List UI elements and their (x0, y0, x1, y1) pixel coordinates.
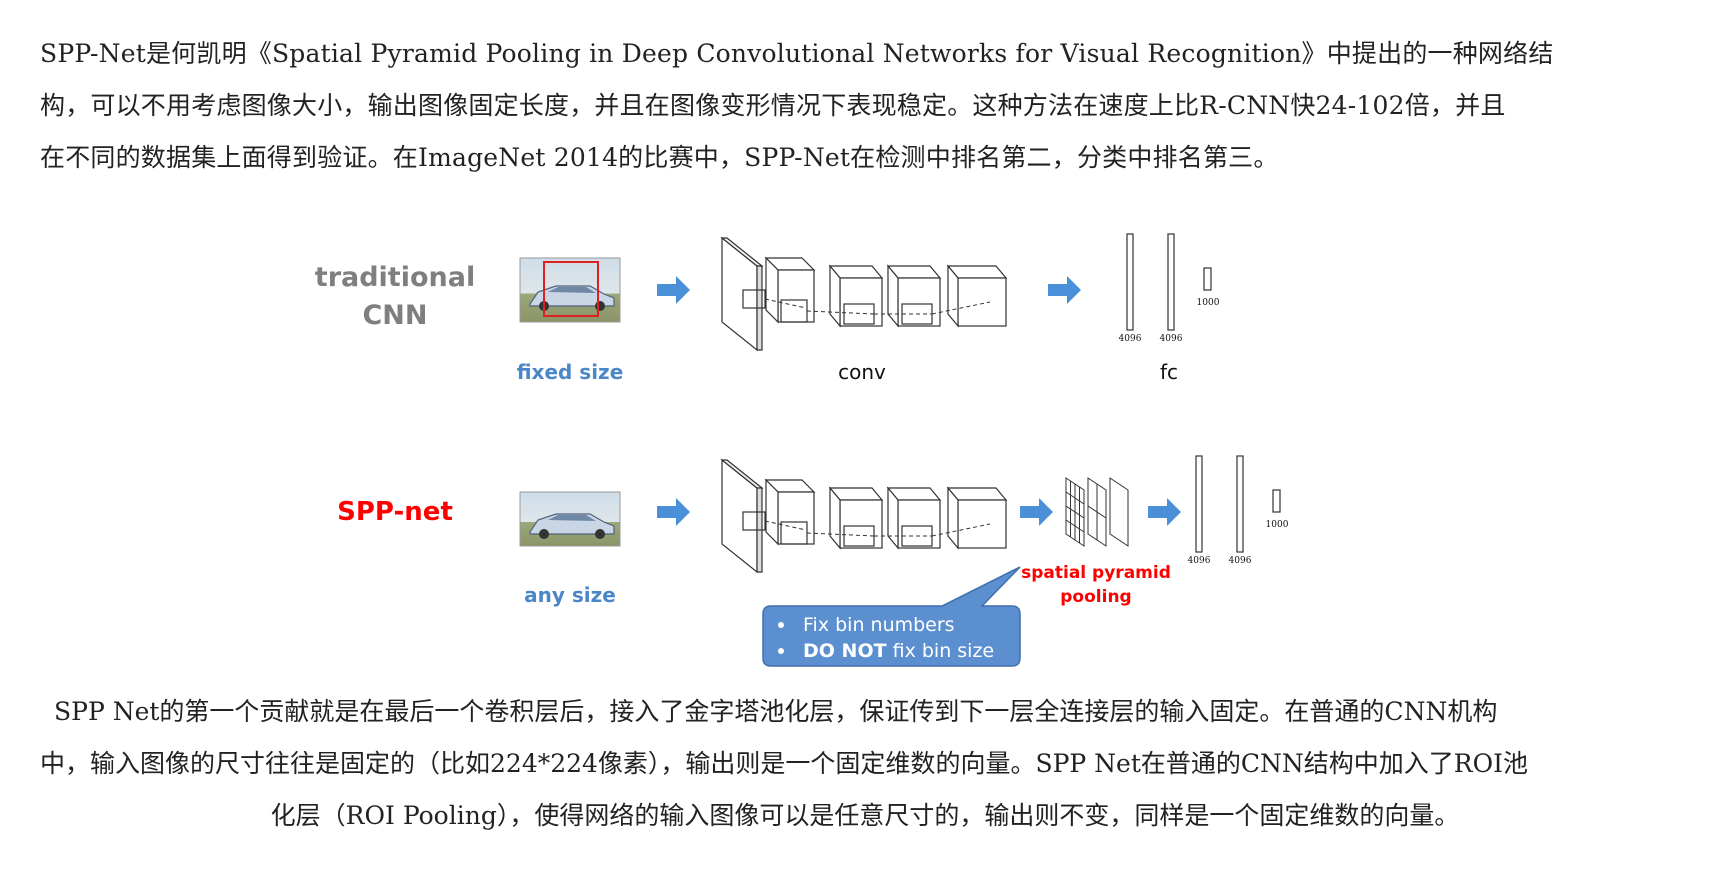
intro-paragraph: SPP-Net是何凯明《Spatial Pyramid Pooling in D… (40, 28, 1690, 184)
body-line: 化层（ROI Pooling），使得网络的输入图像可以是任意尺寸的，输出则不变，… (270, 801, 1460, 830)
spp-caption-line1: spatial pyramid (1021, 563, 1171, 583)
spp-caption-line2: pooling (1060, 587, 1131, 607)
body-line: 中，输入图像的尺寸往往是固定的（比如224*224像素），输出则是一个固定维数的… (40, 749, 1528, 778)
fc-layers (1195, 455, 1281, 553)
car-image-any (519, 491, 621, 547)
fc-dim-label: 1000 (1266, 520, 1289, 530)
callout-bullet2-bold: DO NOT (803, 640, 887, 662)
arrow-right-icon (657, 498, 690, 526)
arrow-right-icon (1148, 498, 1181, 526)
fc-dim-label: 4096 (1188, 556, 1211, 566)
fc-dim-label: 4096 (1229, 556, 1252, 566)
fc-dim-label: 4096 (1160, 334, 1183, 344)
intro-line: 构，可以不用考虑图像大小，输出图像固定长度，并且在图像变形情况下表现稳定。这种方… (40, 91, 1506, 120)
traditional-label-line1: traditional (315, 262, 475, 293)
fc-layers (1126, 233, 1212, 331)
bullet-icon (778, 648, 784, 654)
callout-bullet2: DO NOT fix bin size (803, 640, 994, 662)
bullet-icon (778, 622, 784, 628)
car-image-fixed (519, 257, 621, 323)
fc-dim-label: 4096 (1119, 334, 1142, 344)
arrow-right-icon (1048, 276, 1081, 304)
intro-line: 在不同的数据集上面得到验证。在ImageNet 2014的比赛中，SPP-Net… (40, 143, 1279, 172)
conv-layers (720, 236, 1008, 352)
fixed-size-caption: fixed size (517, 360, 624, 384)
body-line: SPP Net的第一个贡献就是在最后一个卷积层后，接入了金字塔池化层，保证传到下… (54, 697, 1498, 726)
fc-caption: fc (1160, 360, 1178, 384)
intro-line: SPP-Net是何凯明《Spatial Pyramid Pooling in D… (40, 39, 1554, 68)
spp-net-row: SPP-net any size (337, 455, 1289, 667)
any-size-caption: any size (524, 583, 616, 607)
traditional-cnn-row: traditional CNN fixed size (315, 233, 1220, 384)
arrow-right-icon (657, 276, 690, 304)
fc-dim-label: 1000 (1197, 298, 1220, 308)
conv-layers (720, 458, 1008, 574)
spatial-pyramid-grids (1065, 477, 1129, 547)
conv-caption: conv (838, 360, 886, 384)
callout-bullet1: Fix bin numbers (803, 614, 955, 636)
body-paragraph: SPP Net的第一个贡献就是在最后一个卷积层后，接入了金字塔池化层，保证传到下… (40, 686, 1690, 842)
callout-bubble: Fix bin numbers DO NOT fix bin size (762, 566, 1021, 667)
callout-bullet2-rest: fix bin size (887, 640, 995, 662)
traditional-label-line2: CNN (362, 300, 427, 331)
spp-net-label: SPP-net (337, 497, 453, 527)
arrow-right-icon (1020, 498, 1053, 526)
